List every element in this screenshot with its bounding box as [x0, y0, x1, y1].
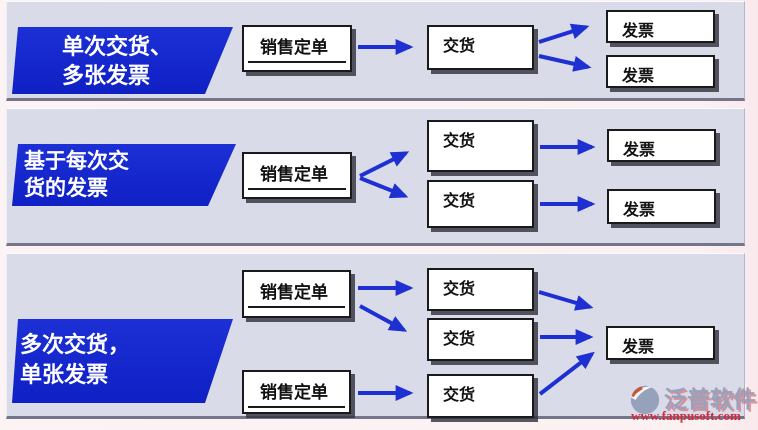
- invoice-node: 发票: [606, 326, 715, 360]
- fanpu-logo-icon: [630, 385, 660, 415]
- section-title-line: 多张发票: [62, 63, 151, 88]
- section-title-single-delivery-multiple-invoices: 单次交货、 多张发票: [12, 27, 233, 94]
- invoice-label: 发票: [622, 339, 655, 356]
- watermark-url-text: www.fanpusoft.com: [631, 408, 741, 423]
- invoice-node: 发票: [606, 55, 715, 88]
- section-title-multiple-deliveries-single-invoice: 多次交货， 单张发票: [12, 319, 233, 403]
- invoice-label: 发票: [622, 68, 655, 85]
- section-title-line: 多次交货，: [20, 332, 131, 357]
- section-title-line: 单次交货、: [62, 34, 173, 59]
- delivery-node: 交货: [427, 374, 534, 418]
- section-title-line: 货的发票: [24, 177, 108, 200]
- delivery-node: 交货: [427, 120, 534, 172]
- watermark: 泛普软件 www.fanpusoft.com: [626, 377, 758, 427]
- sales-order-label: 销售定单: [248, 30, 346, 63]
- delivery-node: 交货: [427, 268, 534, 311]
- delivery-label: 交货: [443, 387, 476, 404]
- sales-order-node: 销售定单: [242, 25, 352, 72]
- sales-order-label: 销售定单: [248, 275, 345, 308]
- sales-order-node: 销售定单: [242, 270, 351, 318]
- delivery-node: 交货: [427, 318, 534, 361]
- sales-order-label: 销售定单: [248, 375, 345, 408]
- invoice-node: 发票: [606, 10, 715, 43]
- delivery-node: 交货: [427, 180, 534, 228]
- delivery-node: 交货: [427, 25, 534, 70]
- sales-order-node: 销售定单: [242, 152, 352, 199]
- invoice-label: 发票: [622, 23, 655, 40]
- section-title-line: 单张发票: [20, 362, 109, 387]
- delivery-label: 交货: [443, 193, 476, 210]
- section-title-line: 基于每次交: [24, 150, 129, 173]
- invoice-node: 发票: [607, 129, 716, 162]
- invoice-label: 发票: [623, 142, 656, 159]
- watermark-brand-text: 泛普软件: [664, 386, 756, 412]
- delivery-label: 交货: [443, 281, 476, 298]
- delivery-label: 交货: [443, 133, 476, 150]
- section-title-invoice-per-delivery: 基于每次交 货的发票: [12, 144, 236, 206]
- delivery-label: 交货: [443, 38, 476, 55]
- sales-order-label: 销售定单: [248, 157, 346, 190]
- sales-order-node: 销售定单: [242, 370, 351, 414]
- invoice-node: 发票: [607, 189, 716, 224]
- invoice-label: 发票: [623, 202, 656, 219]
- delivery-label: 交货: [443, 331, 476, 348]
